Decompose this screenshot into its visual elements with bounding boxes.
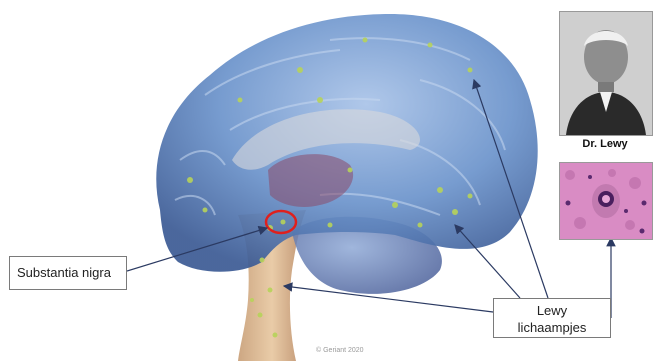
portrait-photo	[559, 11, 653, 136]
lewy-label-line1: Lewy	[494, 302, 610, 319]
lewy-bodies-label: Lewy lichaampjes	[493, 298, 611, 338]
portrait-caption: Dr. Lewy	[559, 138, 651, 150]
substantia-nigra-label: Substantia nigra	[9, 256, 127, 290]
histology-micrograph-icon	[560, 163, 652, 239]
lewy-label-line2: lichaampjes	[494, 319, 610, 336]
portrait-photo-icon	[560, 12, 652, 135]
credit-text: © Geriant 2020	[316, 347, 364, 354]
histology-micrograph	[559, 162, 653, 240]
